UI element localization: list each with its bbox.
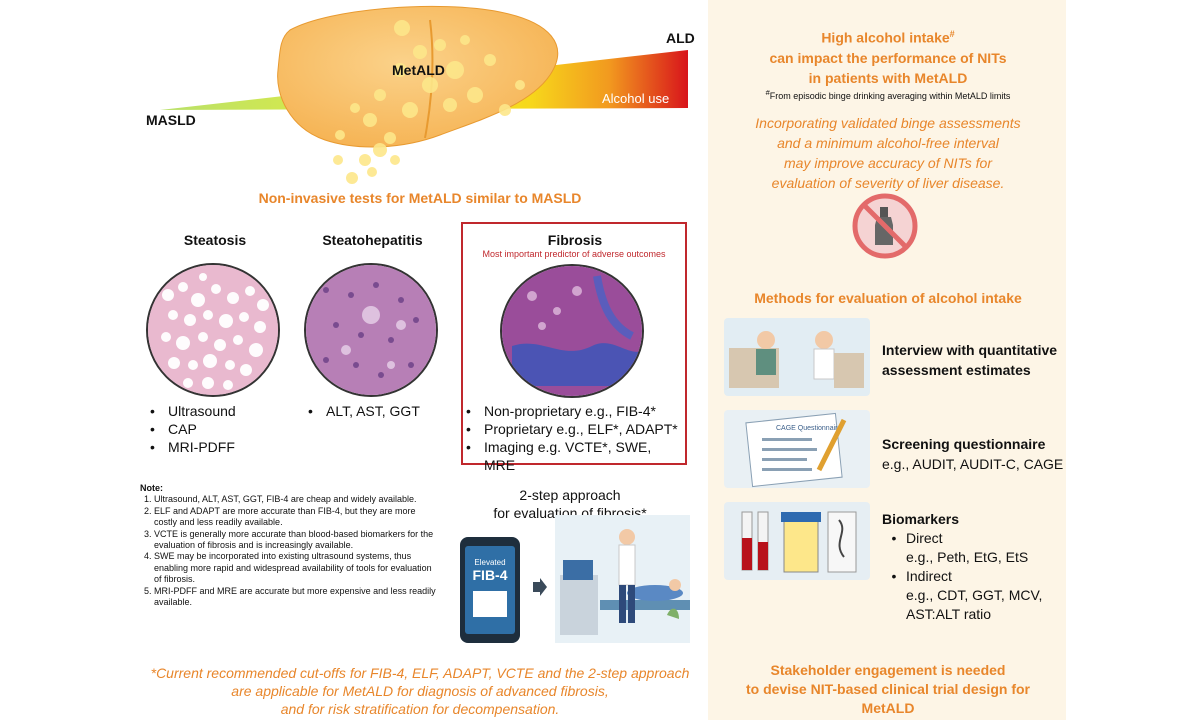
indirect-examples-2: AST:ALT ratio [906, 606, 992, 622]
fibrosis-subtitle: Most important predictor of adverse outc… [482, 249, 666, 259]
steatohepatitis-item: ALT, AST, GGT [304, 402, 454, 420]
fibrosis-histology-image [500, 264, 644, 398]
note-item: SWE may be incorporated into existing ul… [154, 551, 440, 585]
stakeholder-text: Stakeholder engagement is needed to devi… [746, 662, 1030, 716]
steatosis-list: Ultrasound CAP MRI-PDFF [146, 402, 296, 456]
footer-left-note: *Current recommended cut-offs for FIB-4,… [150, 665, 690, 717]
fibrosis-item: Proprietary e.g., ELF*, ADAPT* [462, 420, 684, 438]
methods-title: Methods for evaluation of alcohol intake [754, 290, 1022, 306]
ald-label: ALD [666, 30, 695, 46]
fibroscan-clinic-illustration [555, 515, 690, 643]
fibrosis-title: Fibrosis [547, 232, 603, 248]
steatohepatitis-title: Steatohepatitis [322, 232, 423, 248]
steatosis-item: Ultrasound [146, 402, 296, 420]
steatohepatitis-histology-image [304, 263, 438, 397]
questionnaire-label: CAGE Questionnaire [776, 425, 841, 432]
note-item: ELF and ADAPT are more accurate than FIB… [154, 506, 440, 529]
notes-heading: Note: [140, 483, 163, 493]
metald-label: MetALD [392, 62, 445, 78]
fibrosis-item: Imaging e.g. VCTE*, SWE, MRE [462, 438, 684, 474]
method3-text: Biomarkers •Direct e.g., Peth, EtG, EtS … [882, 511, 1043, 622]
biomarkers-title: Biomarkers [882, 511, 960, 527]
liver-shape [277, 5, 559, 148]
alcohol-use-label: Alcohol use [602, 91, 670, 106]
direct-examples: e.g., Peth, EtG, EtS [906, 549, 1029, 565]
right-footnote: #From episodic binge drinking averaging … [765, 88, 1011, 101]
direct-label: Direct [906, 530, 943, 546]
fat-droplets [333, 20, 525, 184]
note-item: VCTE is generally more accurate than blo… [154, 529, 440, 552]
steatosis-title: Steatosis [183, 232, 247, 248]
right-heading: High alcohol intake# can impact the perf… [769, 29, 1007, 86]
steatosis-item: MRI-PDFF [146, 438, 296, 456]
phone-elevated-text: Elevated [474, 558, 506, 567]
notes-block: Note: Ultrasound, ALT, AST, GGT, FIB-4 a… [140, 483, 440, 608]
steatosis-item: CAP [146, 420, 296, 438]
no-alcohol-icon [852, 193, 918, 259]
fibrosis-list: Non-proprietary e.g., FIB-4* Proprietary… [462, 402, 684, 474]
indirect-label: Indirect [906, 568, 952, 584]
masld-label: MASLD [146, 112, 196, 128]
note-item: Ultrasound, ALT, AST, GGT, FIB-4 are che… [154, 494, 440, 505]
indirect-examples-1: e.g., CDT, GGT, MCV, [906, 587, 1043, 603]
method2-text: Screening questionnaire e.g., AUDIT, AUD… [882, 436, 1064, 472]
arrow-right-icon [533, 578, 547, 596]
phone-fib4-text: FIB-4 [472, 567, 508, 583]
liver-gradient-illustration [160, 5, 688, 184]
nit-subtitle: Non-invasive tests for MetALD similar to… [258, 190, 582, 206]
phone-fib4-icon: Elevated FIB-4 [460, 537, 520, 643]
interview-illustration [724, 318, 870, 396]
right-italic-text: Incorporating validated binge assessment… [755, 115, 1021, 191]
questionnaire-illustration: CAGE Questionnaire [724, 410, 870, 488]
fibrosis-item: Non-proprietary e.g., FIB-4* [462, 402, 684, 420]
biomarkers-illustration [724, 502, 870, 580]
steatosis-histology-image [146, 263, 280, 397]
steatohepatitis-list: ALT, AST, GGT [304, 402, 454, 420]
note-item: MRI-PDFF and MRE are accurate but more e… [154, 586, 440, 609]
method1-text: Interview with quantitative assessment e… [882, 342, 1058, 378]
